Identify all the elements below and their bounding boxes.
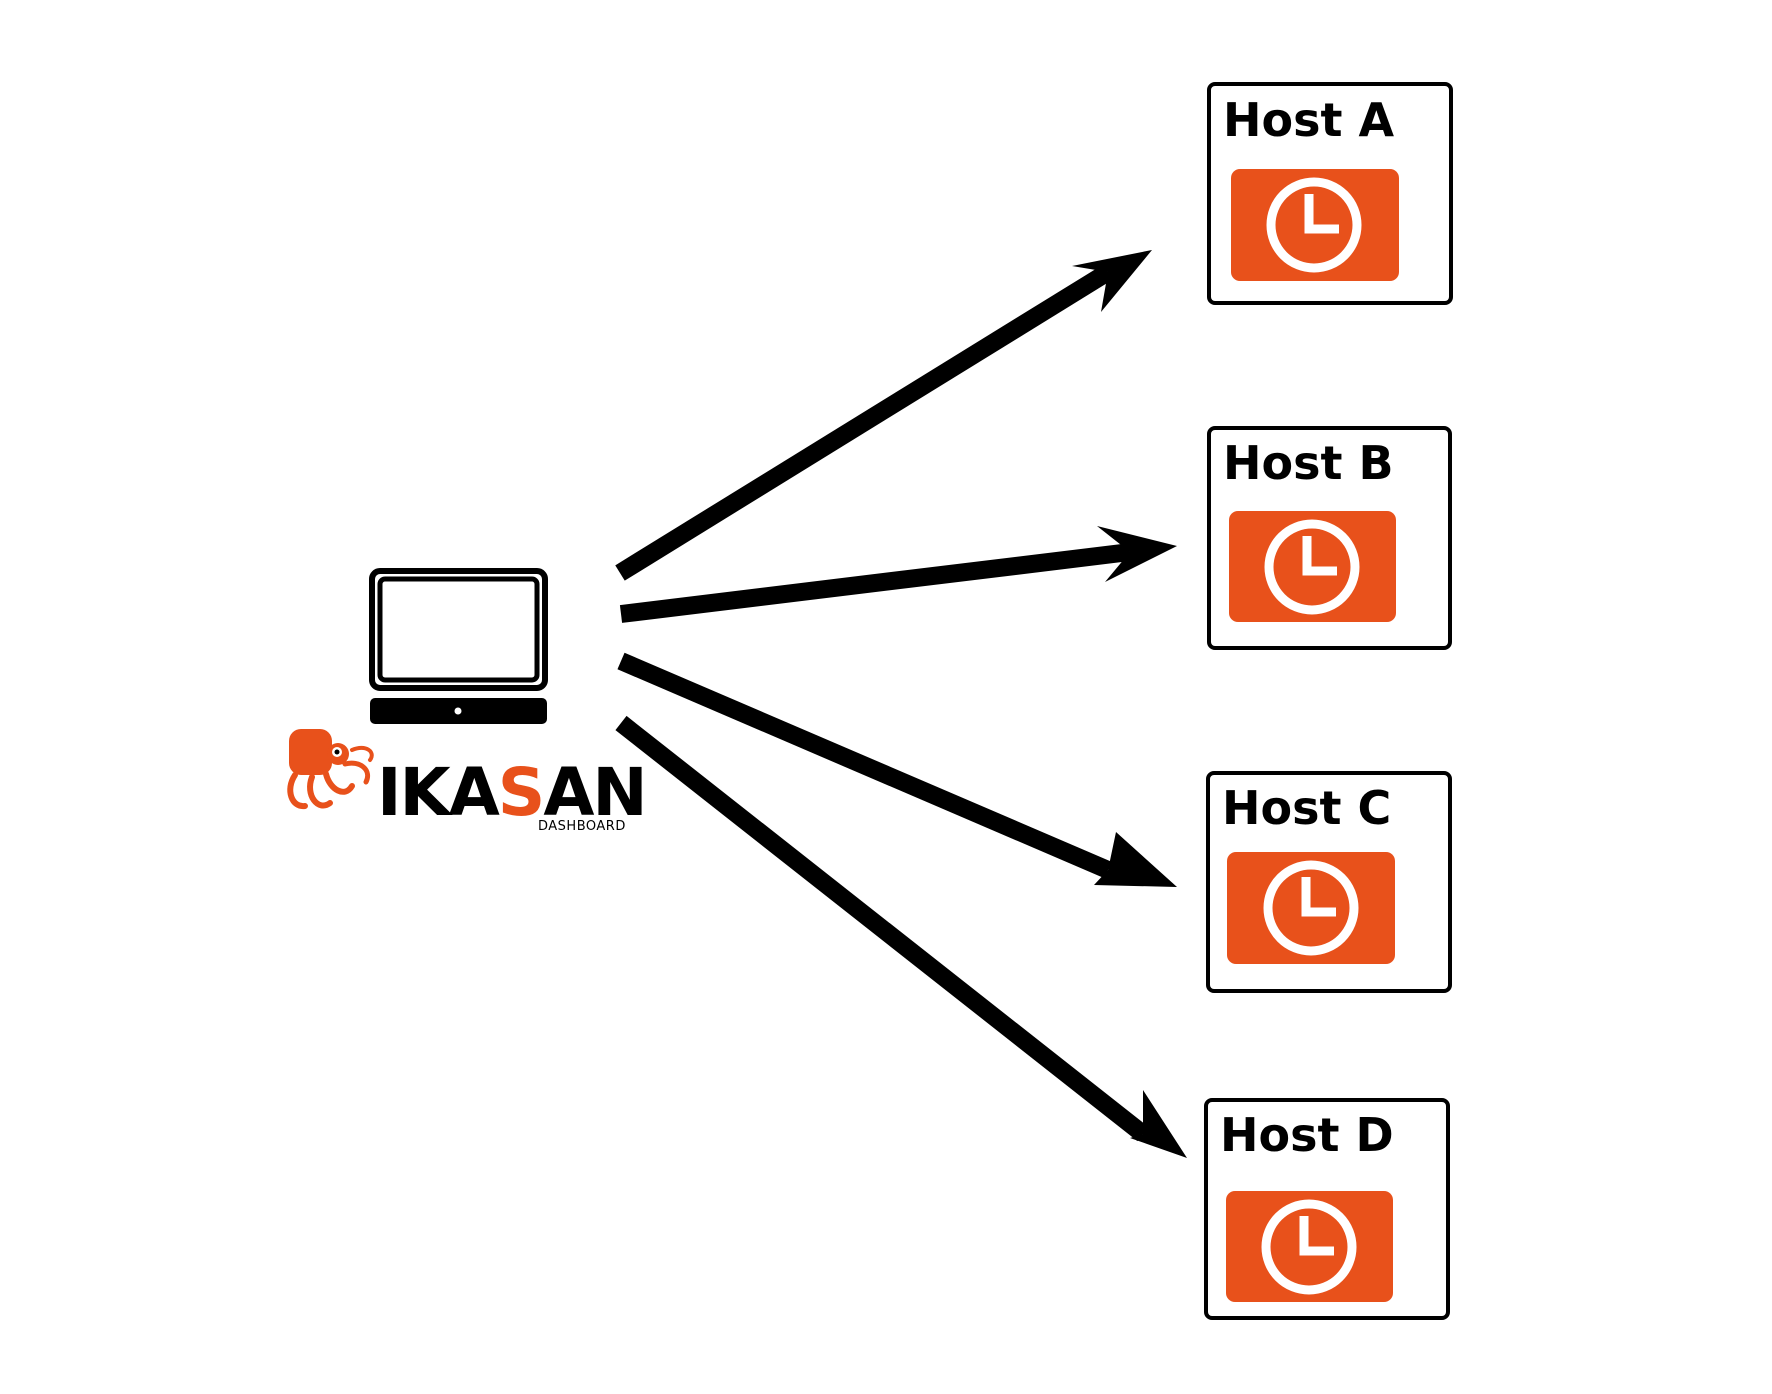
- clock-icon: [1263, 860, 1359, 956]
- arrow-to-host-d: [615, 715, 1187, 1158]
- ikasan-logo: IKASAN DASHBOARD: [287, 729, 648, 834]
- arrow-to-host-b: [619, 526, 1177, 623]
- host-box-b: Host B: [1207, 426, 1452, 650]
- host-label: Host A: [1223, 93, 1394, 147]
- arrow-to-host-c: [617, 652, 1177, 887]
- logo-subtitle: DASHBOARD: [538, 819, 626, 834]
- host-label: Host C: [1222, 781, 1391, 835]
- octopus-mascot-icon: [287, 729, 374, 810]
- arrow-to-host-a: [615, 250, 1152, 581]
- laptop-icon: [369, 568, 548, 724]
- clock-icon: [1261, 1199, 1357, 1295]
- logo-wordmark: IKASAN: [377, 754, 646, 831]
- host-label: Host D: [1220, 1108, 1394, 1162]
- clock-icon: [1266, 177, 1362, 273]
- host-box-c: Host C: [1206, 771, 1452, 993]
- host-box-d: Host D: [1204, 1098, 1450, 1320]
- host-box-a: Host A: [1207, 82, 1453, 305]
- clock-icon: [1264, 519, 1360, 615]
- host-label: Host B: [1223, 436, 1394, 490]
